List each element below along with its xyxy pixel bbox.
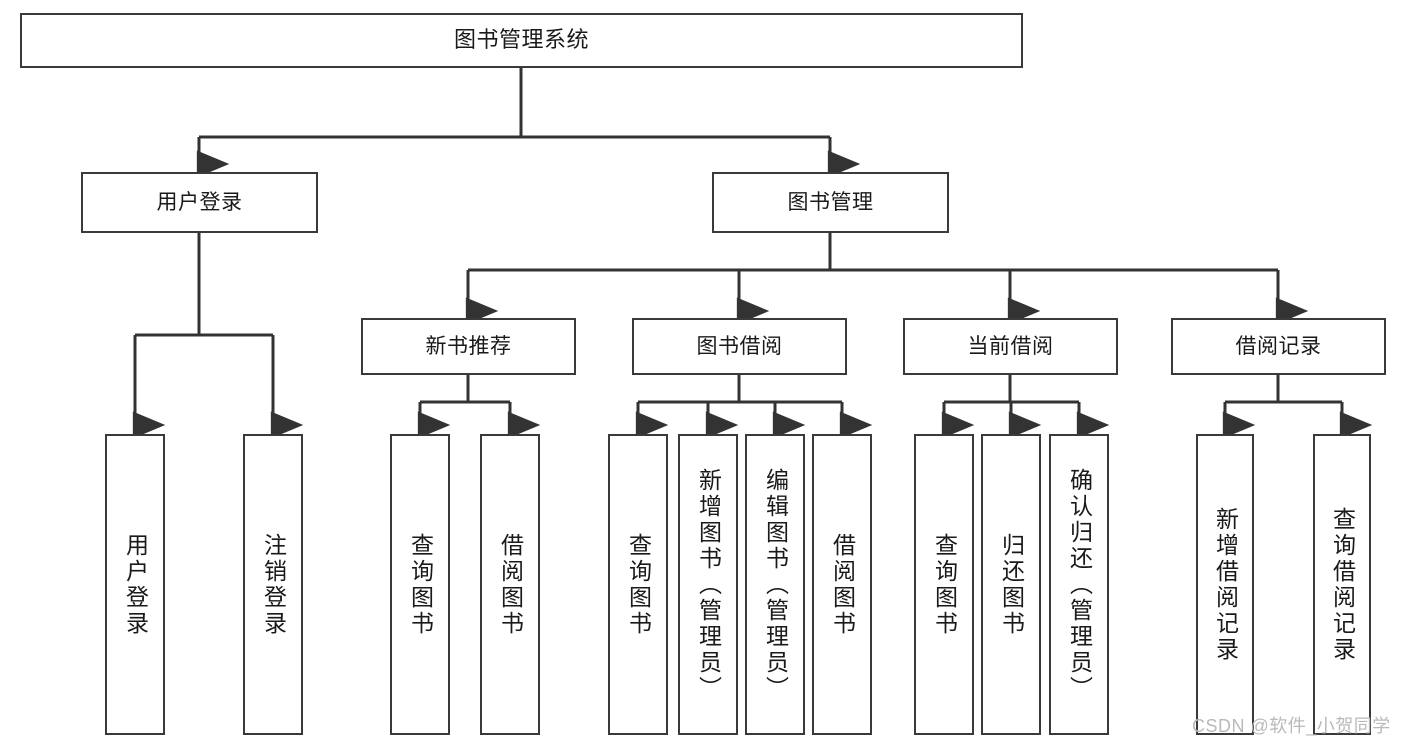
- node-leaf-query-record-label: 查询借阅记录: [1329, 506, 1356, 663]
- node-book-management[interactable]: 图书管理: [712, 172, 949, 233]
- node-new-book-recommend-label: 新书推荐: [425, 334, 512, 358]
- node-borrow-record-label: 借阅记录: [1235, 334, 1322, 358]
- node-book-borrow[interactable]: 图书借阅: [632, 318, 847, 375]
- node-current-borrow-label: 当前借阅: [967, 334, 1054, 358]
- node-leaf-query-book-1-label: 查询图书: [407, 532, 434, 637]
- node-leaf-return-book[interactable]: 归还图书: [981, 434, 1041, 735]
- csdn-watermark: CSDN @软件_小贺同学: [1192, 716, 1391, 736]
- node-leaf-return-book-label: 归还图书: [998, 532, 1025, 637]
- node-leaf-query-book-2-label: 查询图书: [625, 532, 652, 637]
- node-leaf-user-login-label: 用户登录: [122, 532, 149, 637]
- node-leaf-borrow-book-2[interactable]: 借阅图书: [812, 434, 872, 735]
- node-leaf-query-book-2[interactable]: 查询图书: [608, 434, 668, 735]
- node-book-management-label: 图书管理: [787, 190, 874, 214]
- node-root-label: 图书管理系统: [453, 27, 589, 53]
- node-new-book-recommend[interactable]: 新书推荐: [361, 318, 576, 375]
- node-leaf-logout-login[interactable]: 注销登录: [243, 434, 303, 735]
- node-leaf-logout-login-label: 注销登录: [260, 532, 287, 637]
- node-leaf-query-book-3-label: 查询图书: [931, 532, 958, 637]
- node-leaf-confirm-return[interactable]: 确认归还（管理员）: [1049, 434, 1109, 735]
- node-borrow-record[interactable]: 借阅记录: [1171, 318, 1386, 375]
- node-leaf-borrow-book-2-label: 借阅图书: [829, 532, 856, 637]
- node-leaf-add-book[interactable]: 新增图书（管理员）: [678, 434, 738, 735]
- node-leaf-add-book-label: 新增图书（管理员）: [695, 467, 722, 702]
- node-book-borrow-label: 图书借阅: [696, 334, 783, 358]
- node-leaf-add-record[interactable]: 新增借阅记录: [1196, 434, 1254, 735]
- node-user-login-label: 用户登录: [156, 190, 243, 214]
- node-leaf-query-book-1[interactable]: 查询图书: [390, 434, 450, 735]
- node-user-login[interactable]: 用户登录: [81, 172, 318, 233]
- node-leaf-edit-book-label: 编辑图书（管理员）: [762, 467, 789, 702]
- node-leaf-user-login[interactable]: 用户登录: [105, 434, 165, 735]
- node-leaf-query-book-3[interactable]: 查询图书: [914, 434, 974, 735]
- node-leaf-add-record-label: 新增借阅记录: [1212, 506, 1239, 663]
- node-leaf-edit-book[interactable]: 编辑图书（管理员）: [745, 434, 805, 735]
- node-current-borrow[interactable]: 当前借阅: [903, 318, 1118, 375]
- node-leaf-confirm-return-label: 确认归还（管理员）: [1066, 467, 1093, 702]
- node-leaf-borrow-book-1[interactable]: 借阅图书: [480, 434, 540, 735]
- node-leaf-query-record[interactable]: 查询借阅记录: [1313, 434, 1371, 735]
- node-leaf-borrow-book-1-label: 借阅图书: [497, 532, 524, 637]
- node-root-book-management-system[interactable]: 图书管理系统: [20, 13, 1023, 68]
